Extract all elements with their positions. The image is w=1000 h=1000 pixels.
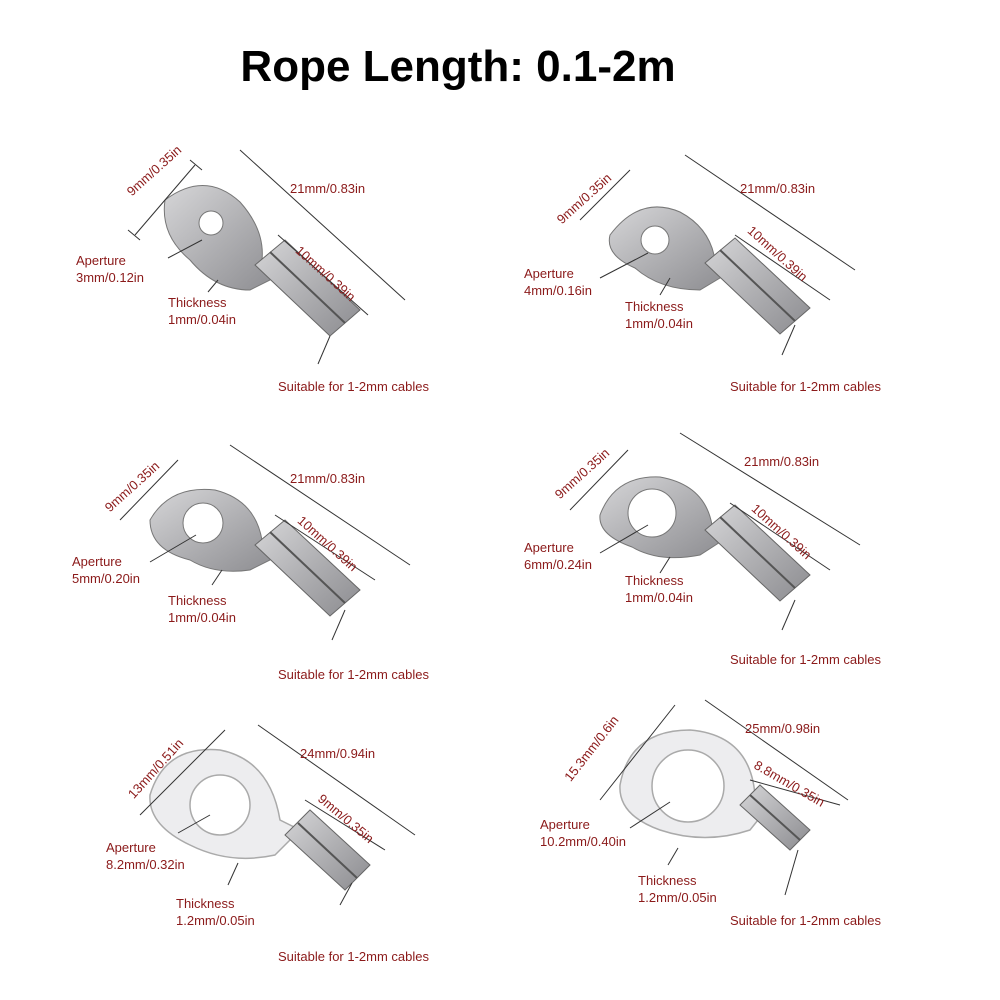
terminal-panel-3: 9mm/0.35in 21mm/0.83in 10mm/0.39in Apert…	[0, 440, 500, 720]
terminal-panel-2: 9mm/0.35in 21mm/0.83in 10mm/0.39in Apert…	[460, 150, 960, 430]
aperture-label: Aperture	[72, 554, 122, 569]
thickness-value: 1mm/0.04in	[625, 590, 693, 605]
thickness-value: 1mm/0.04in	[168, 312, 236, 327]
terminal-panel-4: 9mm/0.35in 21mm/0.83in 10mm/0.39in Apert…	[460, 425, 960, 705]
thickness-value: 1mm/0.04in	[625, 316, 693, 331]
aperture-value: 5mm/0.20in	[72, 571, 140, 586]
ring-terminal-3-drawing	[119, 444, 411, 641]
cable-note: Suitable for 1-2mm cables	[730, 913, 882, 928]
thickness-label: Thickness	[168, 593, 227, 608]
ring-terminal-2-drawing	[579, 154, 856, 356]
cable-note: Suitable for 1-2mm cables	[730, 652, 882, 667]
thickness-value: 1.2mm/0.05in	[638, 890, 717, 905]
length-dimension: 21mm/0.83in	[290, 181, 366, 196]
thickness-label: Thickness	[176, 896, 235, 911]
terminal-panel-1: 9mm/0.35in 21mm/0.83in 10mm/0.39in Apert…	[0, 140, 500, 420]
aperture-label: Aperture	[106, 840, 156, 855]
aperture-value: 3mm/0.12in	[76, 270, 144, 285]
page-title: Rope Length: 0.1-2m	[240, 42, 676, 91]
ring-terminal-6-drawing	[599, 699, 849, 896]
thickness-label: Thickness	[625, 299, 684, 314]
length-dimension: 25mm/0.98in	[745, 721, 821, 736]
length-dimension: 21mm/0.83in	[744, 454, 820, 469]
ring-terminal-5-drawing	[139, 724, 416, 906]
thickness-value: 1.2mm/0.05in	[176, 913, 255, 928]
ring-terminal-1-drawing	[127, 149, 406, 365]
thickness-label: Thickness	[168, 295, 227, 310]
terminal-panel-6: 15.3mm/0.6in 25mm/0.98in 8.8mm/0.35in Ap…	[460, 690, 960, 970]
aperture-label: Aperture	[524, 540, 574, 555]
terminal-panel-5: 13mm/0.51in 24mm/0.94in 9mm/0.35in Apert…	[0, 715, 500, 995]
aperture-label: Aperture	[540, 817, 590, 832]
thickness-value: 1mm/0.04in	[168, 610, 236, 625]
cable-note: Suitable for 1-2mm cables	[278, 667, 430, 682]
aperture-value: 6mm/0.24in	[524, 557, 592, 572]
aperture-value: 4mm/0.16in	[524, 283, 592, 298]
aperture-label: Aperture	[76, 253, 126, 268]
thickness-label: Thickness	[625, 573, 684, 588]
aperture-label: Aperture	[524, 266, 574, 281]
cable-note: Suitable for 1-2mm cables	[730, 379, 882, 394]
cable-note: Suitable for 1-2mm cables	[278, 379, 430, 394]
length-dimension: 21mm/0.83in	[290, 471, 366, 486]
ring-terminal-4-drawing	[569, 432, 861, 631]
length-dimension: 24mm/0.94in	[300, 746, 376, 761]
thickness-label: Thickness	[638, 873, 697, 888]
aperture-value: 10.2mm/0.40in	[540, 834, 626, 849]
cable-note: Suitable for 1-2mm cables	[278, 949, 430, 964]
length-dimension: 21mm/0.83in	[740, 181, 816, 196]
aperture-value: 8.2mm/0.32in	[106, 857, 185, 872]
